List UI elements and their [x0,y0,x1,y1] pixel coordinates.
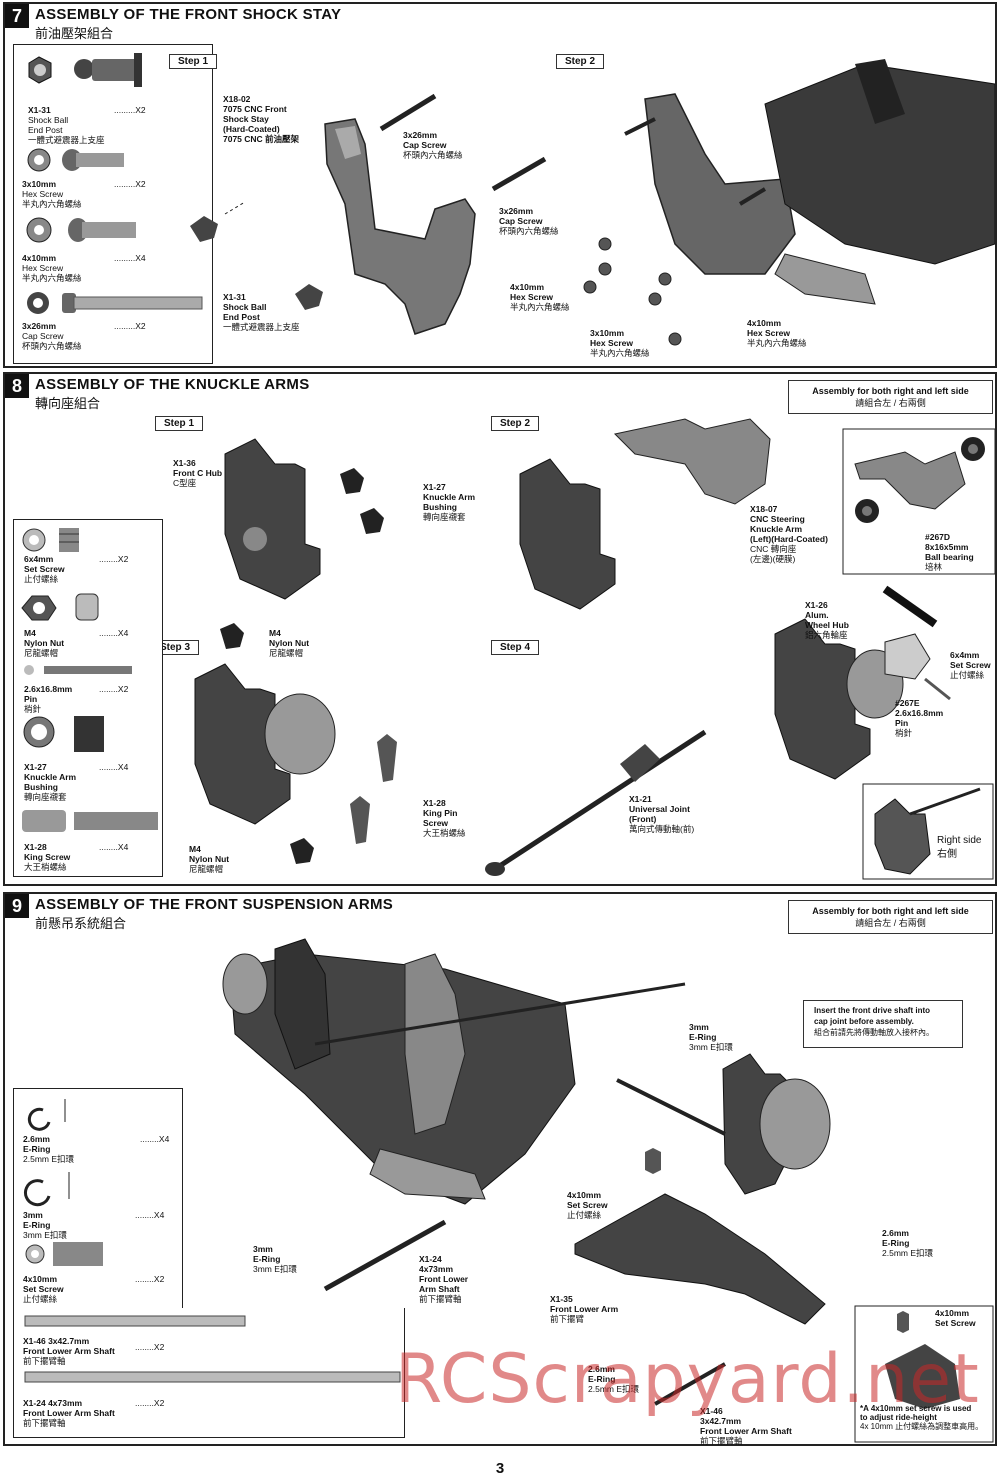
section-subtitle: 前懸吊系統組合 [35,916,127,931]
step-4-label: Step 4 [491,640,540,655]
step-2-label: Step 2 [491,416,540,431]
watermark: RCScrapyard.net [395,1340,980,1419]
section-8: 8 ASSEMBLY OF THE KNUCKLE ARMS 轉向座組合 Ass… [3,372,997,886]
page-number: 3 [495,1460,505,1477]
parts-icons [21,528,158,832]
part-qty: ........X4 [99,842,129,852]
part-qty: ........X2 [135,1342,165,1352]
section-subtitle: 轉向座組合 [35,396,101,411]
part-qty: ........X2 [99,554,129,564]
part-qty: ........X4 [140,1134,170,1144]
part-qty: .........X4 [114,253,146,263]
section-number: 8 [5,374,29,398]
knuckle-illustration [194,418,995,880]
part-qty: .........X2 [114,179,146,189]
part-qty: .........X2 [114,321,146,331]
part-qty: .........X2 [114,105,146,115]
section-number: 7 [5,4,29,28]
step-1-label: Step 1 [169,54,218,69]
part-qty: ........X4 [135,1210,165,1220]
step-1-label: Step 1 [155,416,204,431]
shock-stay-illustration [190,59,995,346]
part-qty: ........X4 [99,762,129,772]
part-qty: ........X4 [99,628,129,638]
step-2-label: Step 2 [556,54,605,69]
section-title: ASSEMBLY OF THE FRONT SUSPENSION ARMS [35,896,394,913]
section-title: ASSEMBLY OF THE FRONT SHOCK STAY [35,6,342,23]
section-number: 9 [5,894,29,918]
section-subtitle: 前油壓架組合 [35,26,114,41]
parts-box [13,1088,183,1310]
suspension-illustration [23,938,994,1443]
part-qty: ........X2 [135,1274,165,1284]
section-9: 9 ASSEMBLY OF THE FRONT SUSPENSION ARMS … [3,892,997,1446]
part-qty: ........X2 [135,1398,165,1408]
section-title: ASSEMBLY OF THE KNUCKLE ARMS [35,376,310,393]
section-7: 7 ASSEMBLY OF THE FRONT SHOCK STAY 前油壓架組… [3,2,997,368]
part-qty: ........X2 [99,684,129,694]
parts-icons [26,53,203,314]
